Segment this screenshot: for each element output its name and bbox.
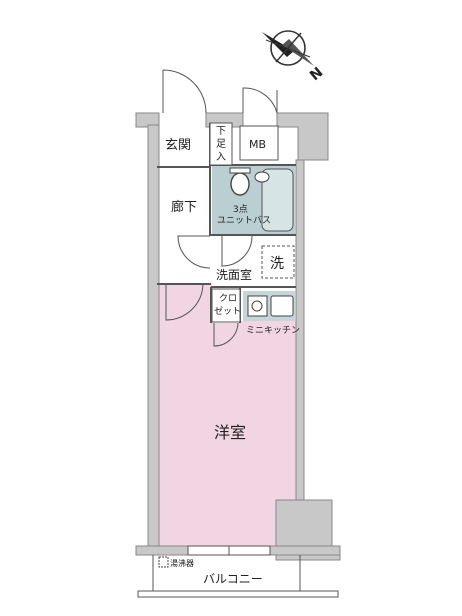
washer-space: [261, 245, 295, 279]
stove-burner-icon: [251, 300, 263, 312]
label-bath-1: 3点: [233, 204, 248, 215]
doors: [162, 69, 278, 347]
bath-sink-icon: [254, 171, 270, 183]
label-hallway: 廊下: [171, 199, 197, 215]
label-mb: MB: [249, 138, 266, 151]
label-kitchen: ミニキッチン: [246, 325, 300, 336]
floor-genkan: [157, 123, 209, 167]
compass-ring: [270, 30, 306, 66]
balcony-railing: [137, 590, 339, 598]
bathtub: [261, 168, 294, 232]
compass-cross-b: [265, 39, 311, 58]
label-western-room: 洋室: [214, 423, 246, 442]
toilet-tank-icon: [229, 167, 251, 174]
label-closet-2: ゼット: [214, 305, 241, 317]
label-water-heater: 湯沸器: [170, 558, 194, 568]
kitchen-stove-icon: [247, 295, 268, 317]
compass-north-label: N: [307, 64, 326, 84]
wall-top-right: [276, 112, 329, 161]
label-washroom: 洗面室: [216, 267, 252, 282]
label-balcony: バルコニー: [203, 572, 263, 586]
wall-left: [147, 124, 160, 556]
compass-cross-a: [275, 32, 302, 63]
door-closet: [213, 322, 239, 347]
label-closet-1: クロ: [219, 293, 237, 304]
door-western-room: [165, 283, 204, 321]
compass: N: [262, 30, 326, 84]
wall-bottom-right-column: [275, 499, 341, 561]
water-heater-icon: [158, 556, 169, 568]
label-bath-2: ユニットバス: [217, 215, 271, 226]
toilet-icon: [230, 172, 250, 196]
door-entrance: [162, 69, 207, 114]
label-shoeshelf-2: 足: [216, 138, 226, 150]
kitchen-sink-icon: [270, 295, 294, 317]
label-shoeshelf-1: 下: [216, 126, 226, 137]
label-genkan: 玄関: [165, 138, 191, 153]
label-washer: 洗: [270, 256, 284, 272]
shoe-shelf: [209, 122, 233, 166]
floor-western-room: [157, 284, 296, 548]
closet: [211, 288, 241, 323]
door-mb: [242, 87, 278, 114]
door-washroom: [221, 235, 253, 267]
label-shoeshelf-3: 入: [216, 152, 226, 163]
floor-hallway: [157, 168, 210, 284]
door-hall: [177, 235, 211, 269]
mb-closet: [239, 125, 279, 161]
